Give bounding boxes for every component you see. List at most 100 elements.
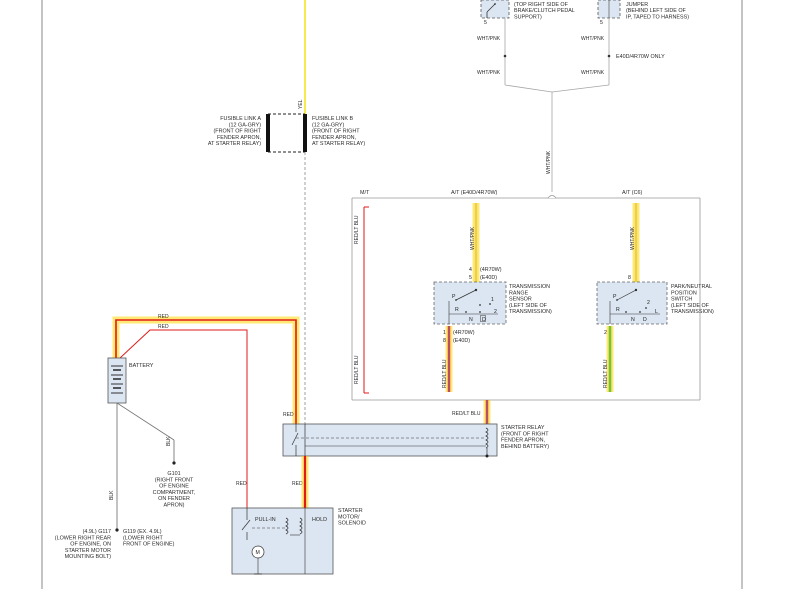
transmission-option-bracket xyxy=(351,195,701,401)
g117-3: OF ENGINE, ON xyxy=(70,542,111,548)
g101-6: APRON) xyxy=(164,503,185,509)
trs-pin-bot-b-note: (E40D) xyxy=(453,338,470,344)
wire-label-whtpnk-vert: WHT/PNK xyxy=(546,150,552,174)
fusible-b-3: (FRONT OF RIGHT xyxy=(312,129,360,135)
trs-letter-2: 2 xyxy=(494,309,497,315)
wire-label-whtpnk-e40d: WHT/PNK xyxy=(470,226,476,250)
wire-label-whtpnk-c6: WHT/PNK xyxy=(630,226,636,250)
battery-icon xyxy=(107,357,127,404)
g101-1: G101 xyxy=(167,471,180,477)
transmission-range-sensor: P R N D 1 2 xyxy=(433,281,507,325)
g119-1: G119 (EX. 4.9L) xyxy=(123,529,162,535)
fusible-a-5: AT STARTER RELAY) xyxy=(208,141,261,147)
jumper-desc-1: (BEHIND LEFT SIDE OF xyxy=(626,8,687,14)
fusible-a-1: FUSIBLE LINK A xyxy=(220,116,261,122)
trs-label-3: SENSOR xyxy=(509,297,532,303)
wire-label-redltblu-mt-bottom: RED/LT BLU xyxy=(354,355,360,384)
g119-3: FRONT OF ENGINE) xyxy=(123,542,175,548)
trs-pin-top-b: 5 xyxy=(469,275,472,281)
clutch-switch-desc-1: (TOP RIGHT SIDE OF xyxy=(514,2,569,8)
trs-pin-bot-a-note: (4R70W) xyxy=(453,330,475,336)
starter-label-3: SOLENOID xyxy=(338,521,366,527)
trs-label-5: TRANSMISSION) xyxy=(509,309,552,315)
svg-text:FUSIBLE LINK B(12 GA-GRY)(FRON: FUSIBLE LINK B(12 GA-GRY)(FRONT OF RIGHT… xyxy=(312,116,365,147)
trs-letter-p: P xyxy=(452,294,456,300)
trs-letter-n: N xyxy=(469,317,473,323)
trs-pin-top-b-note: (E40D) xyxy=(480,275,497,281)
option-mt: M/T xyxy=(360,190,370,196)
wire-label-red-4: RED xyxy=(236,481,247,487)
g119-2: (LOWER RIGHT xyxy=(123,535,164,541)
relay-label-4: BEHIND BATTERY) xyxy=(501,444,549,450)
trs-pin-bot-b: 8 xyxy=(443,338,446,344)
wire-label-whtpnk-4: WHT/PNK xyxy=(581,70,605,76)
hold-label: HOLD xyxy=(312,517,327,523)
pull-in-label: PULL-IN xyxy=(255,517,276,523)
wire-label-red-1: RED xyxy=(158,314,169,320)
jumper-pin: 5 xyxy=(600,20,603,26)
note-e40d-only: E40D/4R70W ONLY xyxy=(616,54,665,60)
option-at-e40d: A/T (E40D/4R70W) xyxy=(451,190,498,196)
g101-3: OF ENGINE xyxy=(159,484,189,490)
np-pin-bot: 2 xyxy=(604,330,607,336)
np-pin-top: 8 xyxy=(628,275,631,281)
fusible-b-5: AT STARTER RELAY) xyxy=(312,141,365,147)
wire-label-red-3: RED xyxy=(283,412,294,418)
trs-letter-d: D xyxy=(482,317,486,323)
motor-symbol: M xyxy=(256,550,260,556)
battery-label: BATTERY xyxy=(129,363,154,369)
starter-label-2: MOTOR/ xyxy=(338,514,360,520)
relay-label-1: STARTER RELAY xyxy=(501,425,545,431)
clutch-switch-desc-2: BRAKE/CLUTCH PEDAL xyxy=(514,8,575,14)
np-letter-n: N xyxy=(631,317,635,323)
battery-red-circuits xyxy=(112,316,300,508)
np-label-1: PARK/NEUTRAL xyxy=(671,284,712,290)
svg-text:FUSIBLE LINK A(12 GA-GRY)(FRON: FUSIBLE LINK A(12 GA-GRY)(FRONT OF RIGHT… xyxy=(208,116,262,147)
wire-label-redltblu-c6: RED/LT BLU xyxy=(603,359,609,388)
jumper-desc-2: IP, TAPED TO HARNESS) xyxy=(626,14,689,20)
g117-1: (4.9L) G117 xyxy=(83,529,111,535)
whtpnk-wires-top xyxy=(503,18,611,192)
fusible-link-a xyxy=(266,113,305,153)
np-letter-d: D xyxy=(643,317,647,323)
g101-2: (RIGHT FRONT xyxy=(155,477,194,483)
trs-pin-top-a-note: (4R70W) xyxy=(480,267,502,273)
np-letter-l: L xyxy=(655,309,658,315)
fusible-b-2: (12 GA-GRY) xyxy=(312,122,344,128)
jumper-title: JUMPER xyxy=(626,2,648,8)
trs-letter-1: 1 xyxy=(491,297,494,303)
np-label-2: POSITION xyxy=(671,290,697,296)
clutch-switch-pin: 5 xyxy=(484,20,487,26)
c6-wires xyxy=(606,203,640,392)
fusible-a-2: (12 GA-GRY) xyxy=(229,122,261,128)
wire-label-whtpnk-2: WHT/PNK xyxy=(581,36,605,42)
e40d-wires xyxy=(445,203,480,392)
trs-letter-r: R xyxy=(455,307,459,313)
wire-label-blk-1: BLK xyxy=(166,436,172,446)
g117-5: MOUNTING BOLT) xyxy=(65,554,112,560)
relay-label-2: (FRONT OF RIGHT xyxy=(501,431,549,437)
wire-label-redltblu-relay: RED/LT BLU xyxy=(452,411,481,417)
trs-pin-bot-a: 1 xyxy=(443,330,446,336)
trs-label-4: (LEFT SIDE OF xyxy=(509,303,548,309)
trs-pin-top-a: 4 xyxy=(469,267,472,273)
g101-5: ON FENDER xyxy=(158,496,190,502)
trs-label-1: TRANSMISSION xyxy=(509,284,550,290)
starter-motor-solenoid xyxy=(231,507,334,575)
relay-label-3: FENDER APRON, xyxy=(501,438,546,444)
np-label-4: (LEFT SIDE OF xyxy=(671,303,710,309)
starter-label-1: STARTER xyxy=(338,508,363,514)
np-letter-r: R xyxy=(616,307,620,313)
np-letter-p: P xyxy=(613,294,617,300)
clutch-switch-desc-3: SUPPORT) xyxy=(514,14,542,20)
